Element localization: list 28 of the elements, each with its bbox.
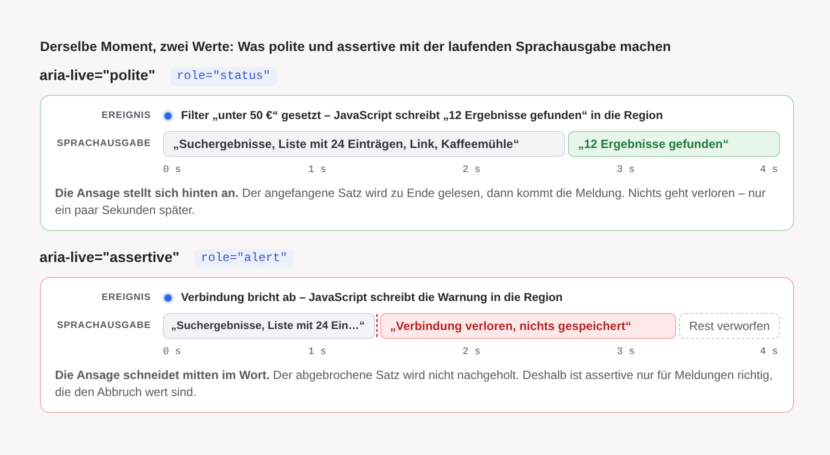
tick-label: 0 s [163,347,182,359]
tick-label: 3 s [616,347,635,359]
speech-segment: „Suchergebnisse, Liste mit 24 Einträgen, Link, Kaffeemühle“ [163,131,565,157]
tick-label: 1 s [308,347,326,359]
speech-segment: „Verbindung verloren, nichts gespeichert“ [380,313,676,339]
tick-label: 4 s [760,165,778,177]
event-text: Verbindung bricht ab – JavaScript schreibt die Warnung in die Region [181,291,563,305]
speech-segment: „Suchergebnisse, Liste mit 24 Ein…“ [163,313,375,339]
tick-label: 2 s [462,347,480,359]
code-tag: role="status" [170,66,278,86]
note-text: Die Ansage schneidet mitten im Wort. Der abgebrochene Satz wird nicht nachgeholt. Deshalb ist assertive nur für Meldungen richtig, die den Abbruch wert sind. [55,367,774,401]
tick-label: 3 s [616,165,635,177]
event-text: Filter „unter 50 €“ gesetzt – JavaScript schreibt „12 Ergebnisse gefunden“ in die Region [181,109,663,123]
tick-label: 4 s [760,347,778,359]
diagram-title: Derselbe Moment, zwei Werte: Was polite und assertive mit der laufenden Sprachausgabe machen [40,38,671,55]
row-label: SPRACHAUSGABE [56,320,151,332]
section-heading: aria-live="polite" [40,66,156,84]
row-label: SPRACHAUSGABE [56,138,151,150]
speech-segment: „12 Ergebnisse gefunden“ [568,131,780,157]
tick-label: 1 s [308,165,326,177]
row-label: EREIGNIS [102,110,151,122]
tick-label: 2 s [462,165,480,177]
tick-label: 0 s [163,165,182,177]
code-tag: role="alert" [194,248,294,268]
dashed-segment: Rest verworfen [679,313,780,339]
section-heading: aria-live="assertive" [40,248,180,266]
note-text: Die Ansage stellt sich hinten an. Der angefangene Satz wird zu Ende gelesen, dann kommt die Meldung. Nichts geht verloren – nur ein paar Sekunden später. [55,185,767,219]
row-label: EREIGNIS [102,292,151,304]
